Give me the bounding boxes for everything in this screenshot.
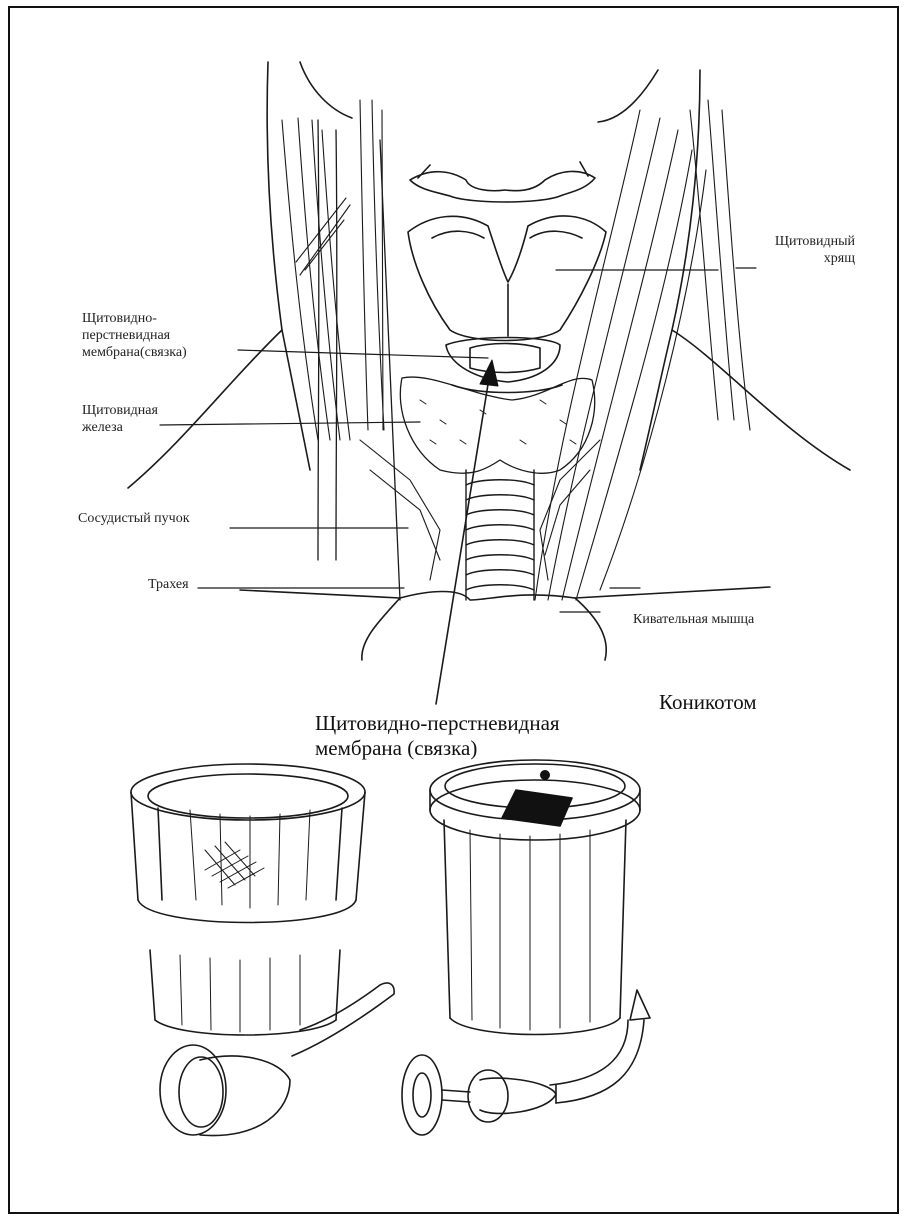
label-thyroid-cartilage: Щитовидный хрящ	[733, 233, 855, 267]
label-vascular-bundle: Сосудистый пучок	[78, 510, 278, 527]
label-cricothyroid-membrane-large: Щитовидно-перстневидная мембрана (связка…	[315, 711, 615, 761]
thyroid-gland	[400, 377, 594, 473]
hyoid-bone	[410, 162, 595, 202]
cricoid-and-membrane	[446, 338, 562, 393]
label-sternocleidomastoid: Кивательная мышца	[633, 611, 833, 628]
conicotome-device	[402, 760, 650, 1135]
membrane-pointer-arrow	[436, 360, 498, 704]
cannula-guide	[131, 764, 394, 1136]
trachea-rings	[466, 470, 534, 600]
label-conicotome: Коникотом	[659, 690, 819, 715]
label-trachea: Трахея	[148, 576, 228, 593]
label-thyroid-gland: Щитовидная железа	[82, 402, 222, 436]
label-cricothyroid-membrane-small: Щитовидно- перстневидная мембрана(связка…	[82, 310, 252, 361]
thyroid-cartilage	[408, 216, 606, 341]
